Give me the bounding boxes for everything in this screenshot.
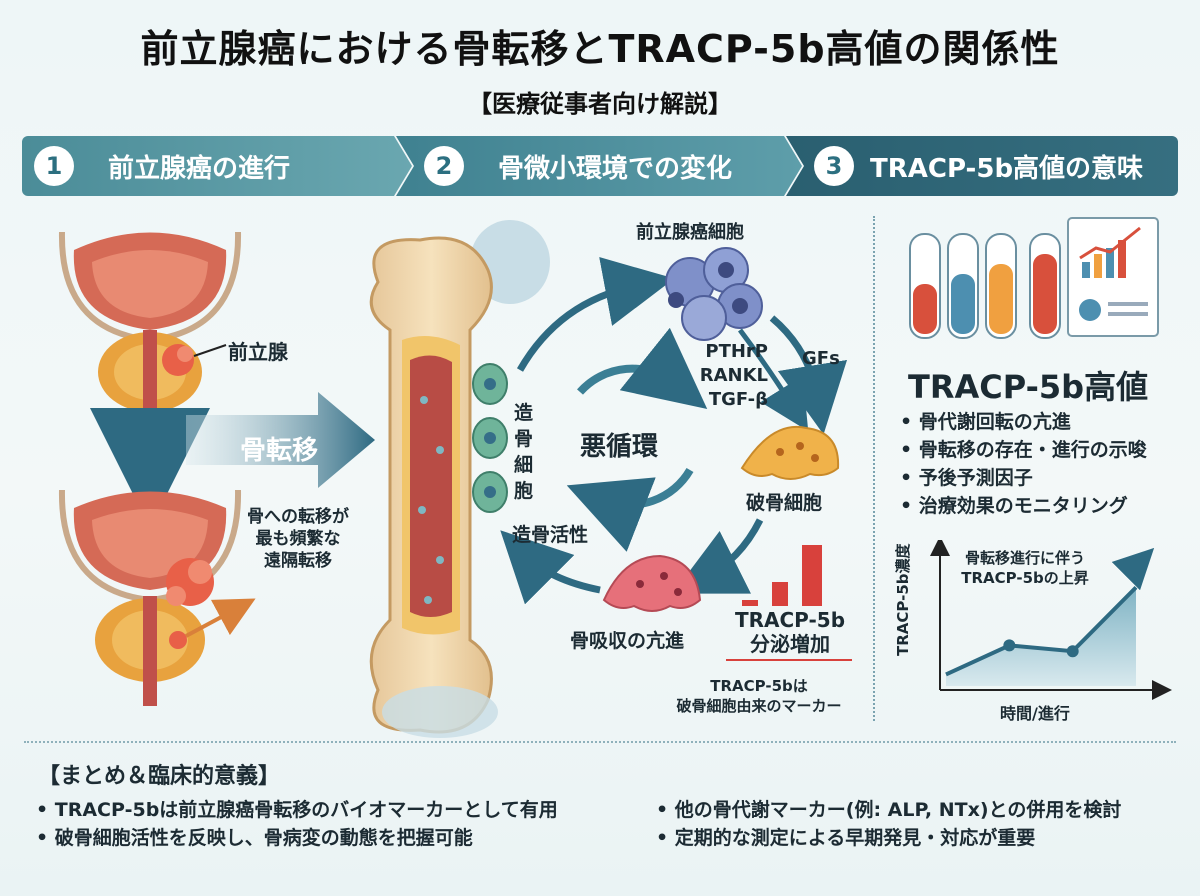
metastasis-arrow — [186, 392, 375, 488]
graph-title: 骨転移進行に伴う TRACP-5bの上昇 — [961, 549, 1089, 587]
summary-right-list: 他の骨代謝マーカー(例: ALP, NTx)との併用を検討 定期的な測定による早… — [656, 796, 1122, 852]
list-item: 破骨細胞活性を反映し、骨病変の動態を把握可能 — [36, 824, 558, 852]
step-number: 2 — [424, 146, 464, 186]
cancer-cells-icon — [665, 247, 763, 341]
trend-line — [945, 585, 1138, 677]
x-axis-label: 時間/進行 — [1000, 704, 1070, 723]
page-title: 前立腺癌における骨転移とTRACP-5b高値の関係性 — [140, 27, 1060, 71]
list-item: 予後予測因子 — [900, 464, 1147, 492]
tracp-meaning-list: 骨代謝回転の亢進 骨転移の存在・進行の示唆 予後予測因子 治療効果のモニタリング — [900, 408, 1147, 520]
page-subtitle: 【医療従事者向け解説】 — [468, 90, 732, 118]
bone-formation-label: 造骨活性 — [512, 524, 589, 546]
section-divider — [24, 741, 1176, 743]
tracp-heading: TRACP-5b高値 — [908, 368, 1149, 406]
panel-divider — [873, 216, 875, 721]
list-item: 骨代謝回転の亢進 — [900, 408, 1147, 436]
report-chart-icon — [1067, 217, 1159, 337]
bladder-prostate-tumor-icon — [58, 489, 256, 706]
lab-report-illustration — [909, 217, 1159, 339]
factor-rankl: RANKL — [699, 365, 768, 386]
step-number: 1 — [34, 146, 74, 186]
y-axis-label: TRACP-5b濃度 — [894, 543, 912, 656]
tracp-secretion-label: TRACP-5b 分泌増加 — [734, 608, 846, 656]
step-number: 3 — [814, 146, 854, 186]
list-item: 他の骨代謝マーカー(例: ALP, NTx)との併用を検討 — [656, 796, 1122, 824]
tracp-secretion-bars — [726, 545, 852, 661]
trend-point — [1003, 639, 1016, 652]
step-3-banner: 3 TRACP-5b高値の意味 — [786, 136, 1178, 196]
step-2-banner: 2 骨微小環境での変化 — [396, 136, 802, 196]
osteoblast-cells-icon — [472, 363, 508, 513]
tracp-trend-chart — [930, 540, 1172, 700]
step-label: TRACP-5b高値の意味 — [870, 153, 1144, 184]
step-label: 前立腺癌の進行 — [108, 153, 291, 184]
cancer-cell-label: 前立腺癌細胞 — [636, 222, 744, 243]
factor-tgf-beta: TGF-β — [708, 389, 768, 410]
osteoclast-icon — [740, 425, 840, 480]
vicious-cycle-label: 悪循環 — [580, 432, 659, 462]
test-tubes-icon — [909, 233, 1061, 339]
step-label: 骨微小環境での変化 — [498, 153, 733, 184]
factor-list: PTHrP RANKL TGF-β — [688, 340, 768, 412]
osteoblast-label: 造 骨 細 胞 — [514, 402, 534, 502]
bladder-prostate-icon — [58, 231, 242, 420]
list-item: 骨転移の存在・進行の示唆 — [900, 436, 1147, 464]
frequent-metastasis-note: 骨への転移が 最も頻繁な 遠隔転移 — [247, 507, 349, 571]
list-item: TRACP-5bは前立腺癌骨転移のバイオマーカーとして有用 — [36, 796, 558, 824]
factor-pthrp: PTHrP — [705, 341, 768, 362]
step-1-banner: 1 前立腺癌の進行 — [22, 136, 412, 196]
summary-left-list: TRACP-5bは前立腺癌骨転移のバイオマーカーとして有用 破骨細胞活性を反映し… — [36, 796, 558, 852]
prostate-label: 前立腺 — [228, 340, 288, 364]
list-item: 治療効果のモニタリング — [900, 492, 1147, 520]
trend-area — [946, 587, 1136, 686]
resorption-label: 骨吸収の亢進 — [570, 630, 685, 652]
marker-note: TRACP-5bは 破骨細胞由来のマーカー — [676, 677, 842, 715]
cycle-arrows-icon — [566, 327, 708, 552]
list-item: 定期的な測定による早期発見・対応が重要 — [656, 824, 1121, 852]
resorbing-osteoclast-icon — [602, 554, 702, 612]
trend-arrow-icon — [1111, 547, 1155, 591]
femur-bone-icon — [369, 220, 550, 738]
metastasis-arrow-label: 骨転移 — [240, 436, 319, 466]
trend-point — [1066, 645, 1079, 658]
osteoclast-label: 破骨細胞 — [746, 492, 823, 514]
summary-title: 【まとめ＆臨床的意義】 — [38, 764, 281, 789]
gfs-label: GFs — [802, 348, 840, 369]
